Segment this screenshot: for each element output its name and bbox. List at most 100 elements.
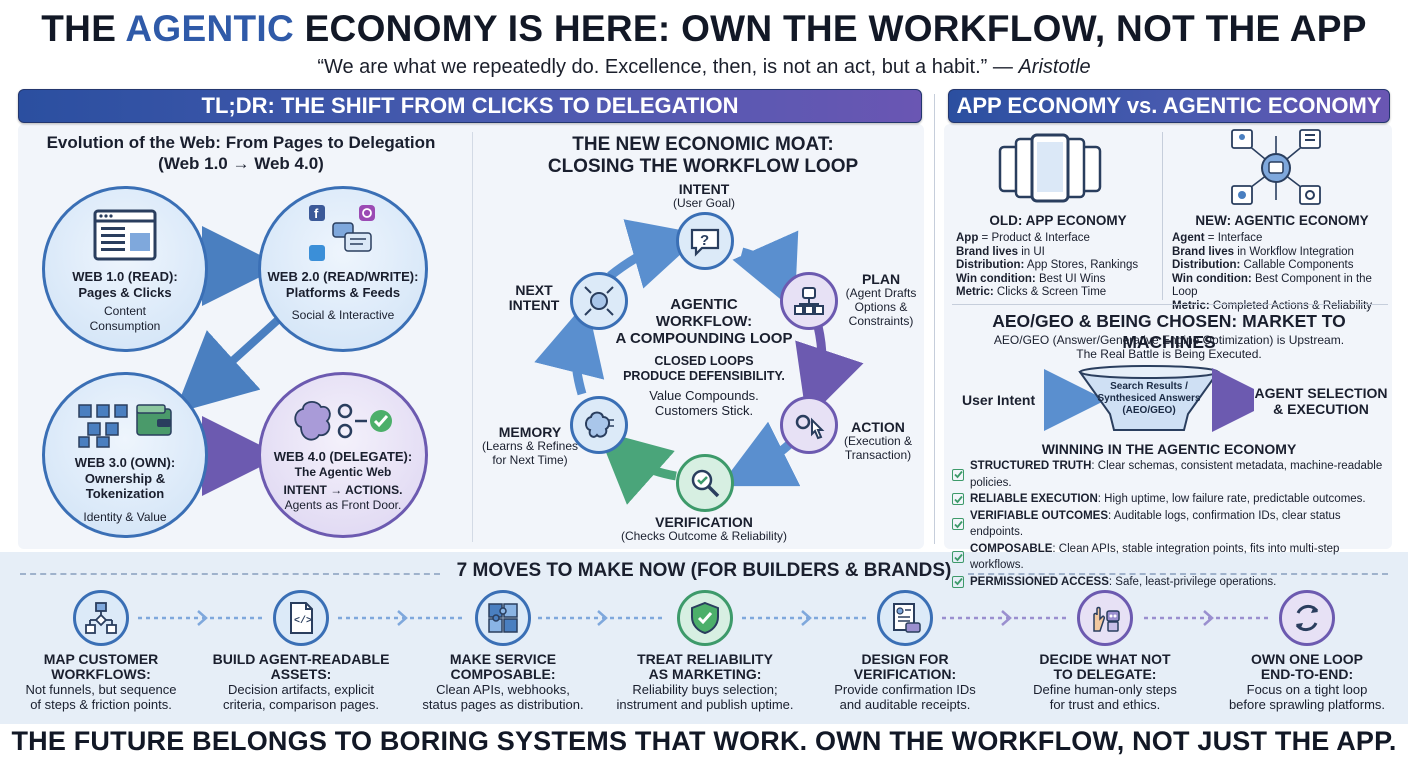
aeo-funnel — [1044, 365, 1254, 432]
winning-list: STRUCTURED TRUTH: Clear schemas, consist… — [952, 458, 1392, 590]
divider — [952, 304, 1388, 305]
old-key: Distribution: — [956, 259, 1025, 271]
svg-text:?: ? — [700, 232, 709, 249]
plan-node — [780, 272, 838, 330]
move-desc: for trust and ethics. — [1049, 697, 1161, 712]
new-row: Metric: Completed Actions & Reliability — [1172, 300, 1392, 314]
web3-title: WEB 3.0 (OWN): — [74, 455, 176, 470]
moat-title-line2: CLOSING THE WORKFLOW LOOP — [547, 156, 859, 177]
plan-title: PLAN — [861, 271, 901, 287]
new-key: Distribution: — [1172, 259, 1241, 271]
center-line: Customers Stick. — [654, 403, 754, 418]
quote-text: “We are what we repeatedly do. Excellenc… — [317, 56, 1019, 78]
intent-title: INTENT — [678, 181, 730, 197]
new-row: Win condition: Best Component in the Loo… — [1172, 273, 1392, 300]
move-title: END-TO-END: — [1260, 666, 1354, 682]
action-sub2: Transaction) — [844, 448, 912, 463]
move-title: AS MARKETING: — [648, 666, 762, 682]
move-desc: status pages as distribution. — [422, 697, 584, 712]
evolution-subtitle: (Web 1.0 → Web 4.0) — [158, 154, 324, 173]
checkbox-icon — [952, 468, 964, 481]
winning-value: : Auditable logs, confirmation IDs, clea… — [970, 509, 1341, 539]
new-row: Brand lives in Workflow Integration — [1172, 246, 1392, 260]
plan-sub: (Agent Drafts — [845, 286, 917, 301]
old-value: = Product & Interface — [978, 232, 1090, 244]
move-desc: Not funnels, but sequence — [25, 682, 177, 697]
center-line: A COMPOUNDING LOOP — [615, 330, 793, 347]
evolution-title-line: Evolution of the Web: From Pages to Dele… — [46, 133, 436, 152]
blockchain-wallet-icon — [78, 404, 172, 448]
memory-title: MEMORY — [498, 424, 562, 440]
title-part: THE — [41, 8, 126, 49]
checkbox-icon — [952, 575, 964, 588]
moves-title: 7 MOVES TO MAKE NOW (FOR BUILDERS & BRAN… — [456, 560, 952, 581]
move-desc: Clean APIs, webhooks, — [436, 682, 570, 697]
title-part: ECONOMY IS HERE: OWN THE WORKFLOW, NOT T… — [294, 8, 1367, 49]
moves-connectors — [138, 610, 1270, 626]
center-line: AGENTIC — [670, 296, 738, 313]
new-key: Agent — [1172, 232, 1205, 244]
action-node — [780, 396, 838, 454]
loop-icon — [1279, 590, 1335, 646]
winning-item: PERMISSIONED ACCESS: Safe, least-privile… — [952, 574, 1392, 591]
checkbox-icon — [952, 551, 964, 563]
center-line: CLOSED LOOPS — [654, 354, 754, 368]
funnel-line: Synthesiced Answers — [1097, 393, 1201, 404]
move-desc: Define human-only steps — [1033, 682, 1177, 697]
agent-network-icon — [1231, 129, 1321, 205]
plan-sub2: Options & — [854, 300, 908, 315]
move-desc: Reliability buys selection; — [632, 682, 778, 697]
move-desc: criteria, comparison pages. — [222, 697, 380, 712]
evolution-title: Evolution of the Web: From Pages to Dele… — [26, 132, 456, 174]
memory-label: MEMORY (Learns & Refines for Next Time) — [480, 424, 580, 468]
magnifier-check-icon — [691, 469, 720, 498]
move-title: DESIGN FOR — [861, 651, 949, 667]
move-title: DECIDE WHAT NOT — [1039, 651, 1171, 667]
old-row: Metric: Clicks & Screen Time — [956, 286, 1160, 300]
verification-label: VERIFICATION (Checks Outcome & Reliabili… — [604, 514, 804, 544]
winning-item: STRUCTURED TRUTH: Clear schemas, consist… — [952, 458, 1392, 491]
move-title: BUILD AGENT-READABLE — [212, 651, 390, 667]
svg-text:</>: </> — [294, 615, 312, 627]
intent-sub: (User Goal) — [672, 196, 735, 211]
checkbox-icon — [952, 518, 964, 530]
memory-sub: (Learns & Refines — [481, 439, 579, 454]
move-title: ASSETS: — [270, 666, 332, 682]
move-title: MAKE SERVICE — [449, 651, 557, 667]
web3-circle: WEB 3.0 (OWN):Ownership & Tokenization I… — [42, 372, 208, 538]
move-desc: Focus on a tight loop — [1246, 682, 1368, 697]
web4-title2: The Agentic Web — [294, 464, 392, 479]
web1-title2: Pages & Clicks — [78, 284, 172, 300]
web4-circle: WEB 4.0 (DELEGATE):The Agentic Web INTEN… — [258, 372, 428, 538]
agent-selection-line: AGENT SELECTION — [1254, 385, 1388, 401]
winning-key: PERMISSIONED ACCESS — [970, 575, 1109, 588]
old-value: Best UI Wins — [1035, 272, 1106, 285]
plan-sub3: Constraints) — [848, 313, 914, 328]
move-title: COMPOSABLE: — [450, 666, 556, 682]
evolution-arrows — [174, 226, 283, 496]
hand-robot-icon — [1077, 590, 1133, 646]
new-economy: NEW: AGENTIC ECONOMY Agent = Interface B… — [1172, 213, 1392, 313]
browser-window-icon — [93, 209, 157, 261]
page-title: THE AGENTIC ECONOMY IS HERE: OWN THE WOR… — [0, 8, 1408, 50]
move-title: WORKFLOWS: — [51, 666, 151, 682]
old-row: Win condition: Best UI Wins — [956, 273, 1160, 287]
checkbox-icon — [952, 493, 964, 506]
winning-value: : Safe, least-privilege operations. — [1108, 575, 1277, 588]
web2-title: WEB 2.0 (READ/WRITE): — [267, 269, 419, 284]
svg-text:f: f — [314, 206, 319, 221]
old-value: App Stores, Rankings — [1024, 259, 1139, 271]
old-economy: OLD: APP ECONOMY App = Product & Interfa… — [956, 213, 1160, 300]
new-value: Best Component in the Loop — [1172, 272, 1372, 299]
social-media-icon: f — [309, 205, 375, 261]
intent-node: ? — [676, 212, 734, 270]
winning-value: : Clear schemas, consistent metadata, ma… — [970, 460, 1383, 489]
new-row: Agent = Interface — [1172, 232, 1392, 246]
new-key: Brand lives — [1172, 245, 1234, 258]
divider — [934, 94, 935, 544]
receipt-icon — [877, 590, 933, 646]
